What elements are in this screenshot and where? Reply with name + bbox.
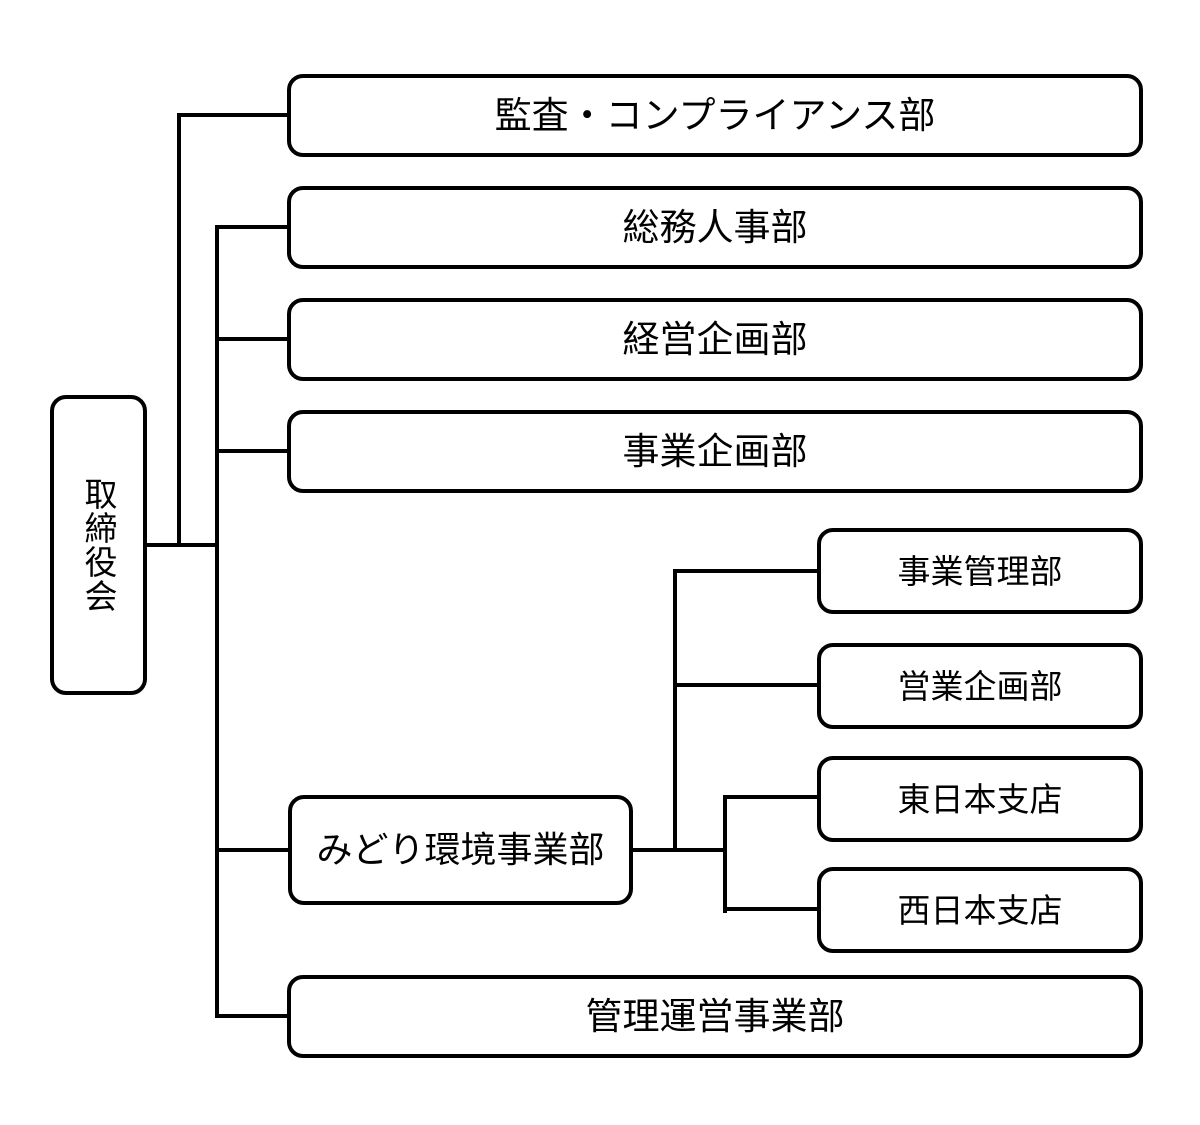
org-box-midori-environment-division: みどり環境事業部 (288, 795, 633, 905)
org-box-label: 営業企画部 (897, 667, 1063, 705)
org-box-label: 管理運営事業部 (585, 996, 845, 1037)
connector-midori-out (631, 848, 727, 852)
org-box-label: 事業管理部 (897, 552, 1063, 590)
connector-branch-management-operations (217, 1014, 289, 1018)
org-box-sales-planning-dept: 営業企画部 (817, 643, 1143, 729)
org-box-audit-compliance-dept: 監査・コンプライアンス部 (287, 74, 1143, 157)
org-box-business-administration-dept: 事業管理部 (817, 528, 1143, 614)
org-box-corporate-planning-dept: 経営企画部 (287, 298, 1143, 381)
org-box-label: 東日本支店 (897, 780, 1063, 818)
org-box-label: 取締役会 (80, 477, 117, 613)
connector-branch-audit (179, 113, 289, 117)
connector-branch-corporate-planning (217, 337, 289, 341)
connector-board-out (147, 543, 219, 547)
org-box-management-operations-division: 管理運営事業部 (287, 975, 1143, 1058)
org-box-label: 事業企画部 (622, 431, 808, 472)
connector-branch-west-japan (725, 907, 819, 911)
connector-trunk-midori-upper (673, 569, 677, 852)
connector-trunk-main (215, 225, 219, 1018)
org-box-label: 総務人事部 (622, 207, 808, 248)
org-box-label: みどり環境事業部 (316, 829, 605, 870)
connector-branch-business-planning (217, 449, 289, 453)
connector-branch-sales-planning (675, 683, 819, 687)
org-box-east-japan-branch: 東日本支店 (817, 756, 1143, 842)
org-box-label: 西日本支店 (897, 891, 1063, 929)
connector-branch-general-affairs (217, 225, 289, 229)
connector-branch-business-admin (675, 569, 819, 573)
connector-branch-east-japan (725, 795, 819, 799)
org-box-label: 経営企画部 (622, 319, 808, 360)
org-box-west-japan-branch: 西日本支店 (817, 867, 1143, 953)
connector-branch-midori (217, 848, 290, 852)
org-box-general-affairs-hr-dept: 総務人事部 (287, 186, 1143, 269)
connector-trunk-audit (177, 113, 181, 547)
org-box-board-of-directors: 取締役会 (50, 395, 147, 695)
org-box-business-planning-dept: 事業企画部 (287, 410, 1143, 493)
connector-trunk-midori-branches (723, 795, 727, 913)
org-box-label: 監査・コンプライアンス部 (494, 95, 936, 136)
